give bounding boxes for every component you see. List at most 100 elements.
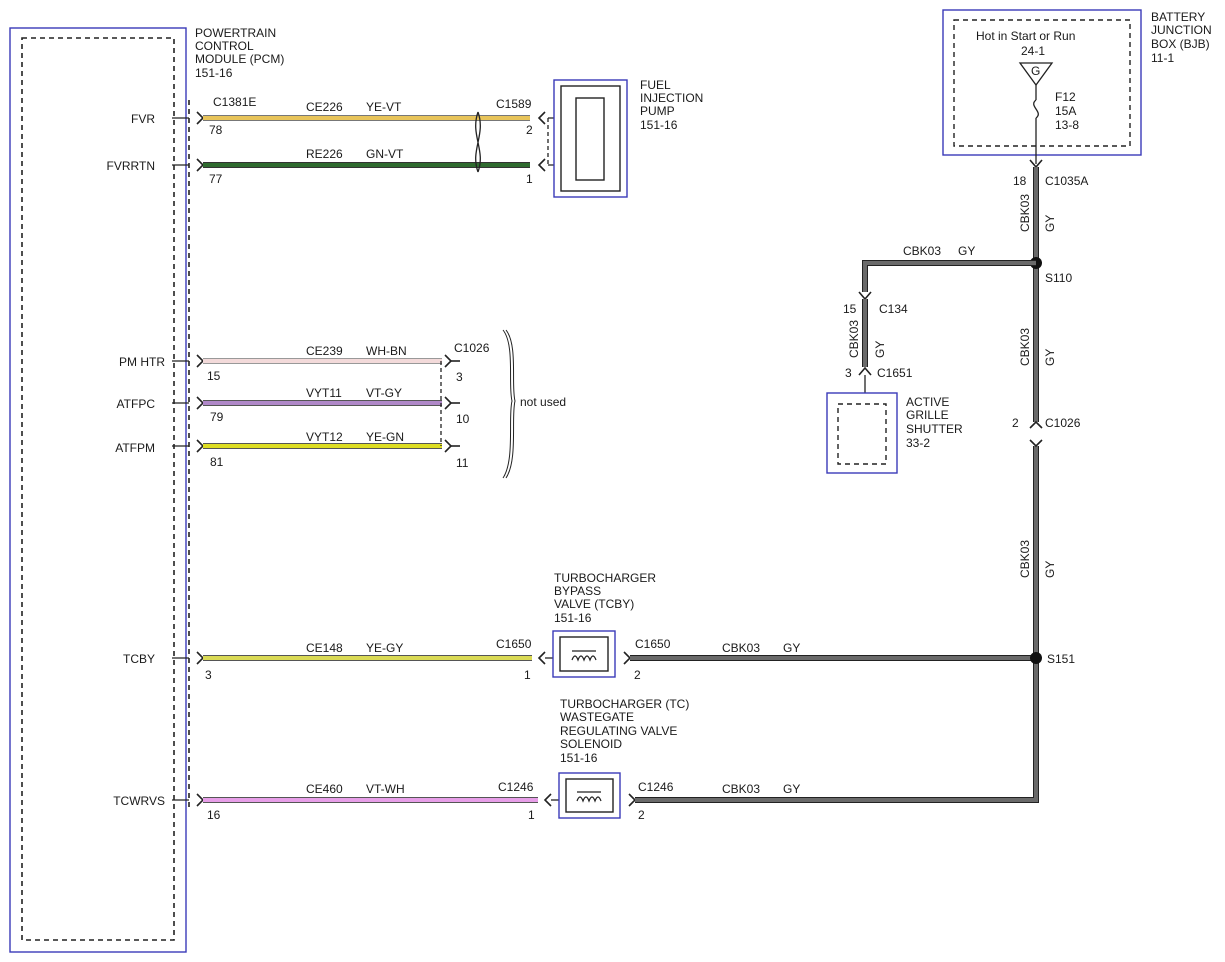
signal-fvr: FVR [131, 112, 155, 126]
bjb-label: BATTERY JUNCTION BOX (BJB) 11-1 [1151, 10, 1212, 65]
tcby-valve [552, 630, 616, 678]
svg-text:POWERTRAIN: POWERTRAIN [195, 26, 276, 40]
svg-text:1: 1 [526, 172, 533, 186]
svg-text:C1026: C1026 [454, 341, 490, 355]
svg-text:C1651: C1651 [877, 366, 913, 380]
wastegate-ground-wire: C1246 2 CBK03 GY [635, 658, 1039, 822]
svg-text:CBK03: CBK03 [1018, 540, 1032, 578]
active-grille-shutter [826, 392, 898, 474]
svg-text:1: 1 [528, 808, 535, 822]
svg-text:CBK03: CBK03 [1018, 328, 1032, 366]
twisted-pair-symbol [475, 111, 481, 173]
svg-text:TURBOCHARGER (TC): TURBOCHARGER (TC) [560, 697, 689, 711]
svg-text:BATTERY: BATTERY [1151, 10, 1205, 24]
svg-text:15A: 15A [1055, 104, 1076, 118]
svg-text:C1589: C1589 [496, 97, 532, 111]
svg-text:VYT12: VYT12 [306, 430, 343, 444]
c1035a-label: C1035A [1045, 174, 1088, 188]
svg-text:CE460: CE460 [306, 782, 343, 796]
svg-text:CBK03: CBK03 [1018, 194, 1032, 232]
svg-text:WH-BN: WH-BN [366, 344, 407, 358]
svg-text:GN-VT: GN-VT [366, 147, 404, 161]
svg-text:MODULE (PCM): MODULE (PCM) [195, 52, 284, 66]
svg-text:SOLENOID: SOLENOID [560, 737, 622, 751]
svg-text:2: 2 [526, 123, 533, 137]
svg-text:CBK03: CBK03 [847, 320, 861, 358]
not-used-label: not used [520, 395, 566, 409]
power-bus-symbol: G [1018, 62, 1054, 87]
svg-text:GY: GY [783, 641, 800, 655]
svg-text:GY: GY [873, 341, 887, 358]
svg-text:15: 15 [843, 302, 857, 316]
svg-text:G: G [1031, 64, 1040, 78]
svg-text:F12: F12 [1055, 90, 1076, 104]
svg-text:C1650: C1650 [496, 637, 532, 651]
svg-text:YE-VT: YE-VT [366, 100, 402, 114]
tcby-valve-label: TURBOCHARGER BYPASS VALVE (TCBY) 151-16 [554, 571, 656, 625]
svg-text:TURBOCHARGER: TURBOCHARGER [554, 571, 656, 585]
svg-text:JUNCTION: JUNCTION [1151, 23, 1212, 37]
c1026-open-arrows [444, 354, 460, 453]
svg-text:PUMP: PUMP [640, 104, 675, 118]
hot-in-start-run-label: Hot in Start or Run [976, 29, 1075, 43]
svg-text:77: 77 [209, 172, 223, 186]
svg-text:BYPASS: BYPASS [554, 584, 601, 598]
svg-text:GY: GY [1043, 215, 1057, 232]
signal-atfpc: ATFPC [117, 397, 156, 411]
fuel-pump-label: FUEL INJECTION PUMP 151-16 [640, 78, 703, 132]
svg-text:GY: GY [958, 244, 975, 258]
svg-text:79: 79 [210, 410, 224, 424]
svg-text:2: 2 [1012, 416, 1019, 430]
svg-text:10: 10 [456, 412, 470, 426]
svg-text:11: 11 [456, 456, 469, 470]
battery-junction-box [942, 9, 1142, 156]
svg-text:33-2: 33-2 [906, 436, 930, 450]
svg-text:GY: GY [1043, 349, 1057, 366]
svg-text:151-16: 151-16 [195, 66, 233, 80]
tcby-ground-wire: C1650 2 CBK03 GY [630, 637, 1036, 682]
svg-text:VT-GY: VT-GY [366, 386, 402, 400]
svg-text:15: 15 [207, 369, 221, 383]
svg-text:GY: GY [1043, 561, 1057, 578]
svg-text:3: 3 [456, 370, 463, 384]
svg-text:YE-GN: YE-GN [366, 430, 404, 444]
svg-text:3: 3 [205, 668, 212, 682]
svg-text:151-16: 151-16 [560, 751, 598, 765]
svg-text:RE226: RE226 [306, 147, 343, 161]
grille-shutter-branch: CBK03 GY 15 C134 CBK03 GY 3 C1651 [843, 244, 1036, 404]
circuit-pmhtr: PM HTR 15 CE239 WH-BN C1026 3 [119, 341, 490, 384]
svg-text:151-16: 151-16 [640, 118, 678, 132]
svg-text:VALVE (TCBY): VALVE (TCBY) [554, 597, 634, 611]
pcm-connector-label: C1381E [213, 95, 256, 109]
svg-text:CONTROL: CONTROL [195, 39, 254, 53]
svg-text:CBK03: CBK03 [722, 641, 760, 655]
signal-tcwrvs: TCWRVS [113, 794, 165, 808]
svg-text:78: 78 [209, 123, 223, 137]
wastegate-label: TURBOCHARGER (TC) WASTEGATE REGULATING V… [560, 697, 689, 765]
fuse-icon [1033, 85, 1039, 164]
main-wire-labels: CBK03 GY CBK03 GY CBK03 GY [1018, 194, 1057, 578]
svg-text:INJECTION: INJECTION [640, 91, 703, 105]
svg-text:WASTEGATE: WASTEGATE [560, 710, 634, 724]
signal-tcby: TCBY [123, 652, 155, 666]
svg-text:13-8: 13-8 [1055, 118, 1079, 132]
circuit-atfpm: ATFPM 81 VYT12 YE-GN 11 [115, 430, 469, 470]
hot-ref: 24-1 [1021, 44, 1045, 58]
circuit-tcby: TCBY 3 CE148 YE-GY C1650 1 [123, 637, 532, 682]
pcm-module [9, 27, 190, 953]
svg-text:YE-GY: YE-GY [366, 641, 403, 655]
svg-text:C1246: C1246 [638, 780, 674, 794]
svg-text:CE148: CE148 [306, 641, 343, 655]
c1035a-pin: 18 [1013, 174, 1027, 188]
svg-text:GY: GY [783, 782, 800, 796]
svg-text:C1246: C1246 [498, 780, 534, 794]
svg-text:2: 2 [634, 668, 641, 682]
circuit-fvrrtn: FVRRTN 77 RE226 GN-VT 1 [107, 147, 533, 186]
svg-text:CE226: CE226 [306, 100, 343, 114]
svg-text:81: 81 [210, 455, 224, 469]
signal-fvrrtn: FVRRTN [107, 159, 155, 173]
svg-text:FUEL: FUEL [640, 78, 671, 92]
svg-text:C1650: C1650 [635, 637, 671, 651]
svg-text:GRILLE: GRILLE [906, 408, 949, 422]
circuit-tcwrvs: TCWRVS 16 CE460 VT-WH C1246 1 [113, 780, 538, 822]
